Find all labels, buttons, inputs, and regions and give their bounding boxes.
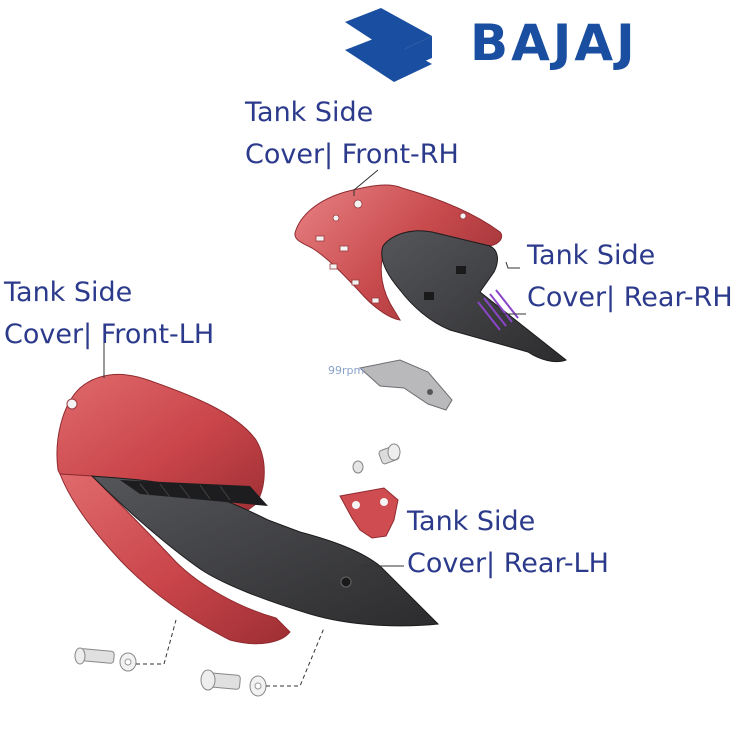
mounting-bracket-red (339, 487, 399, 539)
rear-rh-cover (381, 230, 568, 363)
leader-front-rh (353, 169, 379, 196)
bajaj-logo-mark (345, 8, 432, 82)
label-front-lh-line2: Cover| Front-LH (4, 319, 215, 350)
front-lh-cover (56, 374, 291, 645)
label-front-rh: Tank Side Cover| Front-RH (245, 92, 459, 176)
label-front-rh-line2: Cover| Front-RH (245, 139, 459, 170)
label-rear-rh-line1: Tank Side (527, 240, 656, 271)
assembly-dashed-lines (136, 619, 325, 687)
label-front-lh: Tank Side Cover| Front-LH (4, 272, 214, 356)
label-rear-rh: Tank Side Cover| Rear-RH (527, 235, 733, 319)
rear-lh-cover (90, 475, 440, 627)
leader-lines (103, 169, 526, 567)
leader-rear-rh (505, 261, 520, 269)
label-front-lh-line1: Tank Side (4, 277, 133, 308)
label-rear-lh-line2: Cover| Rear-LH (407, 548, 609, 579)
bolt-lower-left (74, 647, 137, 672)
mounting-bracket-grey (358, 359, 453, 411)
bolt-lower-right (200, 669, 267, 697)
watermark: 99rpm (328, 364, 364, 377)
bolt-small-upper (352, 443, 401, 474)
label-rear-lh: Tank Side Cover| Rear-LH (407, 501, 609, 585)
label-rear-rh-line2: Cover| Rear-RH (527, 282, 733, 313)
label-front-rh-line1: Tank Side (245, 97, 374, 128)
brand-wordmark: BAJAJ (470, 14, 638, 72)
label-rear-lh-line1: Tank Side (407, 506, 536, 537)
